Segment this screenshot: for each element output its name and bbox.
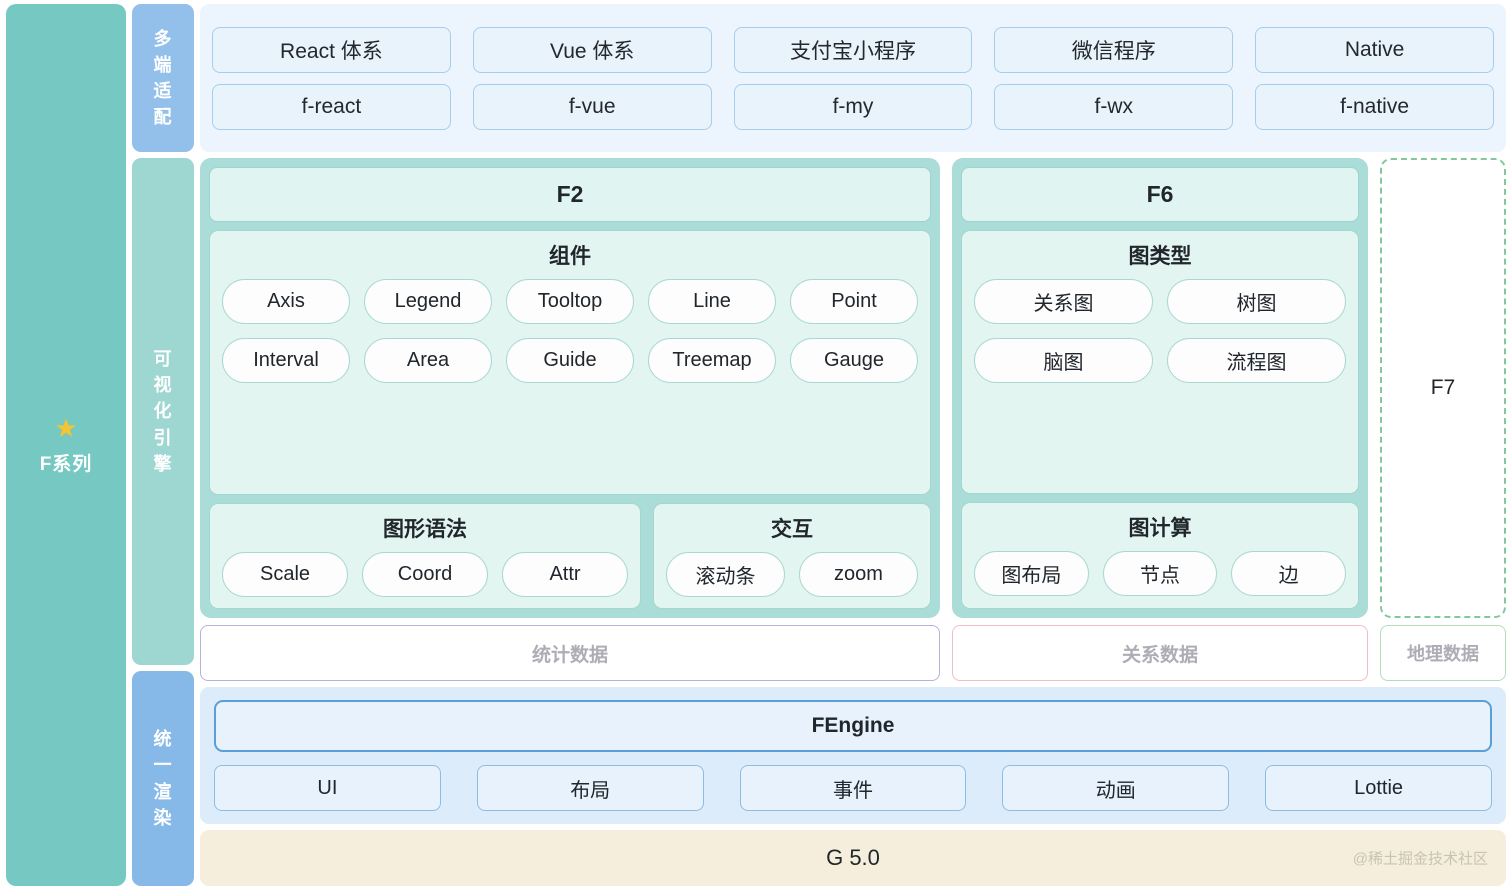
category-multi-platform-label: 多端适配 — [153, 28, 173, 128]
f2-component-axis[interactable]: Axis — [222, 279, 350, 324]
visualization-panels: F2 组件 Axis Legend Tooltop Line Point Int… — [200, 158, 1506, 618]
f6-chart-type-mindmap[interactable]: 脑图 — [974, 338, 1153, 383]
platform-product-alipay[interactable]: 支付宝小程序 — [733, 26, 973, 73]
platform-band: React 体系 Vue 体系 支付宝小程序 微信程序 Native f-rea… — [200, 4, 1506, 152]
version-band: G 5.0 @稀土掘金技术社区 — [200, 830, 1506, 886]
f6-chart-types-row-1: 关系图 树图 — [974, 279, 1346, 324]
f2-interaction-zoom[interactable]: zoom — [799, 552, 918, 597]
f2-component-legend[interactable]: Legend — [364, 279, 492, 324]
version-label: G 5.0 — [826, 845, 880, 870]
brand-rail: ★ F系列 — [6, 4, 126, 886]
platform-product-row: React 体系 Vue 体系 支付宝小程序 微信程序 Native — [212, 26, 1494, 73]
f2-components-title: 组件 — [549, 245, 591, 268]
platform-package-f-my[interactable]: f-my — [733, 83, 973, 130]
f6-graph-compute-items: 图布局 节点 边 — [974, 551, 1347, 596]
panel-f7[interactable]: F7 — [1380, 158, 1506, 618]
fengine-box[interactable]: FEngine — [214, 700, 1492, 752]
f2-component-gauge[interactable]: Gauge — [790, 338, 918, 383]
render-module-lottie[interactable]: Lottie — [1265, 765, 1492, 811]
render-module-layout[interactable]: 布局 — [476, 765, 704, 811]
category-unified-render: 统一渲染 — [132, 671, 194, 886]
f2-component-area[interactable]: Area — [364, 338, 492, 383]
category-multi-platform: 多端适配 — [132, 4, 194, 152]
panel-f6-title: F6 — [961, 167, 1359, 222]
f2-components-row-1: Axis Legend Tooltop Line Point — [222, 279, 918, 324]
f6-graph-layout[interactable]: 图布局 — [974, 551, 1089, 596]
star-icon: ★ — [54, 412, 78, 443]
f6-chart-type-flowchart[interactable]: 流程图 — [1167, 338, 1346, 383]
f2-interaction-title: 交互 — [771, 518, 813, 541]
watermark: @稀土掘金技术社区 — [1352, 850, 1488, 868]
platform-product-native[interactable]: Native — [1255, 26, 1494, 73]
data-layer-strip: 统计数据 关系数据 地理数据 — [200, 625, 1506, 681]
platform-package-f-native[interactable]: f-native — [1255, 83, 1494, 130]
f2-interaction-items: 滚动条 zoom — [666, 552, 918, 597]
render-module-ui[interactable]: UI — [214, 765, 441, 811]
f2-interaction-scrollbar[interactable]: 滚动条 — [666, 552, 785, 597]
f2-lower-row: 图形语法 Scale Coord Attr 交互 滚动条 zoom — [209, 503, 931, 609]
f2-grammar-scale[interactable]: Scale — [222, 552, 348, 597]
category-visualization-engine-label: 可视化引擎 — [153, 349, 173, 474]
platform-product-vue[interactable]: Vue 体系 — [472, 26, 712, 73]
f2-component-interval[interactable]: Interval — [222, 338, 350, 383]
render-module-animation[interactable]: 动画 — [1002, 765, 1230, 811]
f2-component-point[interactable]: Point — [790, 279, 918, 324]
f2-components-box: 组件 Axis Legend Tooltop Line Point Interv… — [209, 230, 931, 495]
f2-grammar-title: 图形语法 — [383, 518, 467, 541]
f6-graph-compute-title: 图计算 — [1128, 517, 1192, 540]
data-layer-statistical[interactable]: 统计数据 — [200, 625, 940, 681]
f2-grammar-items: Scale Coord Attr — [222, 552, 628, 597]
data-layer-relational[interactable]: 关系数据 — [952, 625, 1368, 681]
visualization-band: F2 组件 Axis Legend Tooltop Line Point Int… — [200, 158, 1506, 681]
platform-package-f-wx[interactable]: f-wx — [994, 83, 1234, 130]
platform-package-row: f-react f-vue f-my f-wx f-native — [212, 83, 1494, 130]
f2-interaction-box: 交互 滚动条 zoom — [653, 503, 931, 609]
render-band: FEngine UI 布局 事件 动画 Lottie — [200, 687, 1506, 824]
f6-chart-types-row-2: 脑图 流程图 — [974, 338, 1346, 383]
f2-grammar-coord[interactable]: Coord — [362, 552, 488, 597]
panel-f7-label: F7 — [1430, 376, 1456, 399]
category-rail: 多端适配 可视化引擎 统一渲染 — [132, 4, 194, 886]
main-column: React 体系 Vue 体系 支付宝小程序 微信程序 Native f-rea… — [200, 4, 1506, 886]
panel-f2: F2 组件 Axis Legend Tooltop Line Point Int… — [200, 158, 940, 618]
platform-product-react[interactable]: React 体系 — [212, 26, 451, 73]
f2-grammar-attr[interactable]: Attr — [502, 552, 628, 597]
f2-grammar-box: 图形语法 Scale Coord Attr — [209, 503, 641, 609]
f6-chart-type-relation[interactable]: 关系图 — [974, 279, 1153, 324]
f6-chart-type-tree[interactable]: 树图 — [1167, 279, 1346, 324]
f6-graph-compute-box: 图计算 图布局 节点 边 — [961, 502, 1359, 609]
data-layer-geographic[interactable]: 地理数据 — [1380, 625, 1506, 681]
category-visualization-engine: 可视化引擎 — [132, 158, 194, 665]
brand-label: F系列 — [39, 453, 93, 475]
platform-package-f-vue[interactable]: f-vue — [472, 83, 712, 130]
f2-component-tooltip[interactable]: Tooltop — [506, 279, 634, 324]
platform-product-wechat[interactable]: 微信程序 — [994, 26, 1234, 73]
f6-chart-types-title: 图类型 — [1128, 245, 1192, 268]
f2-component-treemap[interactable]: Treemap — [648, 338, 776, 383]
category-unified-render-label: 统一渲染 — [153, 729, 173, 828]
panel-f6: F6 图类型 关系图 树图 脑图 流程图 图计算 — [952, 158, 1368, 618]
f2-component-line[interactable]: Line — [648, 279, 776, 324]
render-module-row: UI 布局 事件 动画 Lottie — [214, 765, 1492, 811]
f2-component-guide[interactable]: Guide — [506, 338, 634, 383]
render-module-event[interactable]: 事件 — [739, 765, 967, 811]
platform-package-f-react[interactable]: f-react — [212, 83, 451, 130]
f2-components-row-2: Interval Area Guide Treemap Gauge — [222, 338, 918, 383]
panel-f2-title: F2 — [209, 167, 931, 222]
f6-graph-edge[interactable]: 边 — [1231, 551, 1347, 596]
f6-chart-types-box: 图类型 关系图 树图 脑图 流程图 — [961, 230, 1359, 494]
f6-graph-node[interactable]: 节点 — [1102, 551, 1218, 596]
